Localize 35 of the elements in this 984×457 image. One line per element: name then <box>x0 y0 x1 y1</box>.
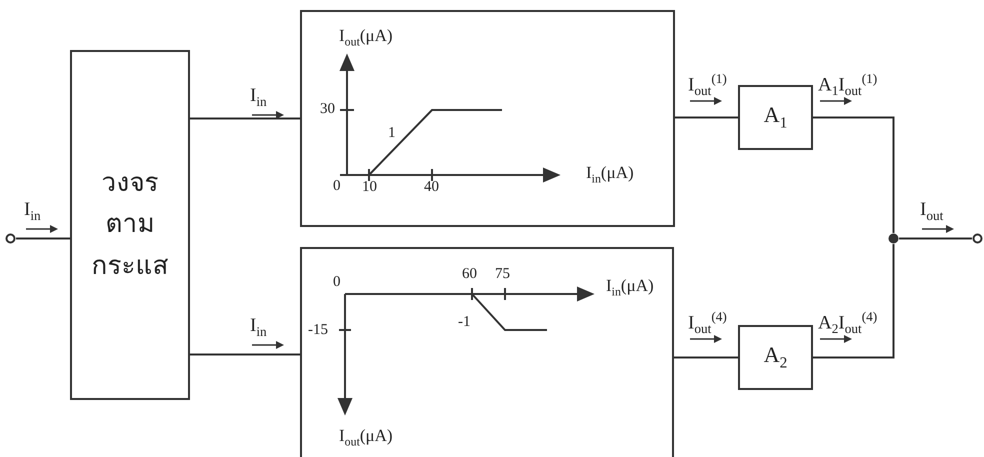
tick-label: -15 <box>308 323 328 338</box>
terminal-circle <box>5 233 16 244</box>
wire <box>16 238 70 240</box>
tick-label: 0 <box>333 275 340 290</box>
wire <box>190 118 300 120</box>
axis-label: I$_{out}$(μA) <box>339 27 393 48</box>
current-label: I$_{in}$ <box>250 316 267 338</box>
slope-label: 1 <box>388 126 396 141</box>
wire <box>190 354 300 356</box>
gain-label: A$_{2}$ <box>764 342 788 373</box>
gain-block <box>738 325 813 390</box>
gain-block <box>738 85 813 150</box>
terminal-circle <box>972 233 983 244</box>
slope-label: -1 <box>458 315 470 330</box>
gain-label: A$_{1}$ <box>764 102 788 133</box>
axis-label: I$_{in}$(μA) <box>606 277 654 298</box>
current-label: I$_{in}$ <box>24 200 41 222</box>
wire <box>675 116 738 118</box>
wire <box>813 116 894 233</box>
block-title: วงจรตามกระแส <box>90 166 170 283</box>
tick-label: 0 <box>333 179 340 194</box>
axis-label: I$_{in}$(μA) <box>586 164 634 186</box>
current-label: I$_{out}$ <box>920 200 944 222</box>
tick-label: 10 <box>362 180 377 195</box>
wire <box>674 356 738 358</box>
tick-label: 40 <box>424 180 439 195</box>
current-mirror-block <box>70 50 190 400</box>
junction-dot <box>888 233 899 244</box>
tick-label: 60 <box>462 267 477 282</box>
tick-label: 30 <box>320 102 335 117</box>
current-label: I$_{in}$ <box>250 86 267 108</box>
wire <box>899 238 972 240</box>
tick-label: 75 <box>495 267 510 282</box>
wire <box>813 244 894 358</box>
axis-label: I$_{out}$(μA) <box>339 427 393 448</box>
